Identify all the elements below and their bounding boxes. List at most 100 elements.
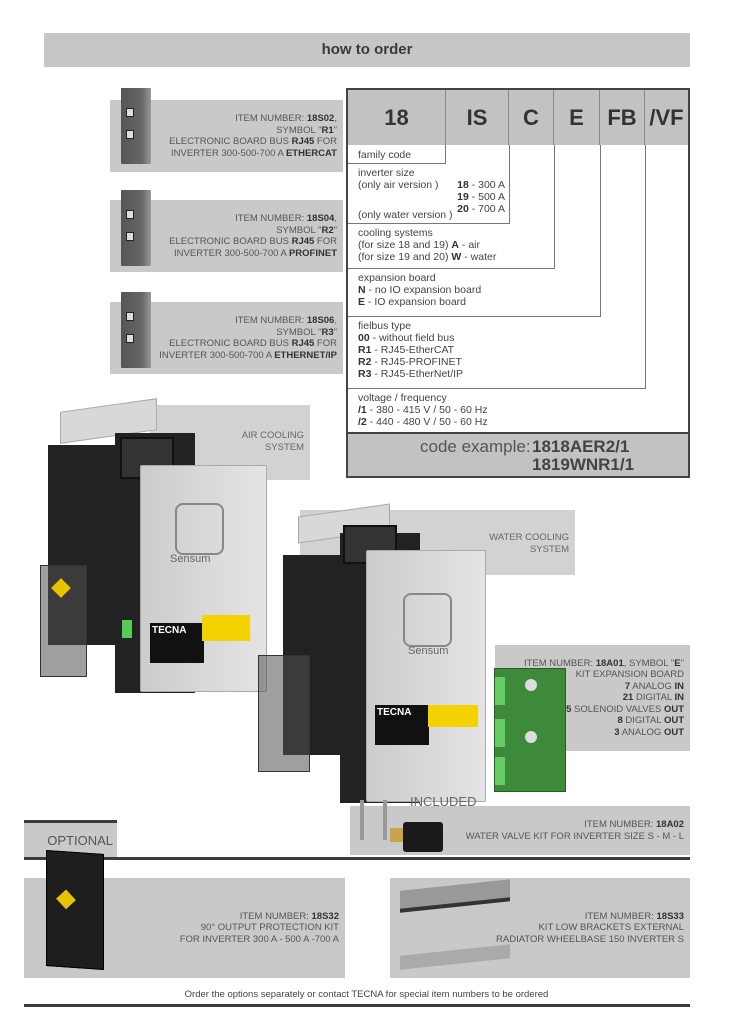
optional-label: OPTIONAL [47,833,113,848]
text: cooling systems [358,227,433,239]
text-line: 19 - 500 A [457,191,505,203]
text-line: ITEM NUMBER: 18S04, [110,213,337,225]
text-line: ITEM NUMBER: 18A01, SYMBOL "E" [495,658,684,670]
text-line: SYMBOL "R2" [110,225,337,237]
text-line: 8 DIGITAL OUT [495,715,684,727]
bold-text: 00 [358,332,370,344]
text: INVERTER 300-500-700 A [174,247,289,259]
text: SYMBOL " [276,326,322,338]
text: DIGITAL [622,715,664,727]
text: INVERTER 300-500-700 A [159,349,275,361]
bold-text: 18 [457,179,469,191]
text-line: SYMBOL "R3" [110,327,337,339]
text-line: KIT EXPANSION BOARD [495,669,684,681]
text-line: N - no IO expansion board [358,284,600,296]
text: - 700 A [468,203,505,215]
divider [509,145,510,164]
water-cooling-inverter-image: Sensum TECNA [258,503,488,805]
code-example-label: code example: [420,437,531,456]
text: ELECTRONIC BOARD BUS [169,136,292,147]
voltage-text: voltage / frequency/1 - 380 - 415 V / 50… [358,392,688,428]
bold-text: 18A02 [656,819,684,830]
text: - 380 - 415 V / 50 - 60 Hz [366,404,488,416]
text: - 440 - 480 V / 50 - 60 Hz [366,416,488,428]
text: - without field bus [369,332,455,344]
bold-text: E [358,296,366,308]
text: INVERTER 300-500-700 A [171,147,286,159]
text: , [334,113,337,124]
col-inverter-size: IS [446,90,509,145]
bold-text: 5 [566,703,572,715]
bold-text: W [451,251,462,263]
text: ELECTRONIC BOARD BUS [169,236,292,247]
bold-text: 18S02 [306,113,335,124]
bold-text: RJ45 [291,236,315,247]
family-code-text: family code [358,149,445,161]
col-cooling: C [509,90,554,145]
text-line: INVERTER 300-500-700 A PROFINET [110,248,337,260]
text: FOR [314,136,337,147]
text-line: ITEM NUMBER: 18S06, [110,315,337,327]
text-line: 20 - 700 A [457,203,505,215]
divider [24,857,690,860]
text: expansion board [358,272,436,284]
text: FOR [314,338,337,349]
text-line: FOR INVERTER 300 A - 500 A -700 A [24,934,339,946]
text-line: expansion board [358,272,600,284]
text-line: cooling systems [358,227,554,239]
text-line: ITEM NUMBER: 18S33 [390,911,684,923]
text-line: voltage / frequency [358,392,688,404]
text: voltage / frequency [358,392,447,404]
col-fieldbus: FB [600,90,645,145]
board-card-18s04: ITEM NUMBER: 18S04,SYMBOL "R2"ELECTRONIC… [110,200,343,272]
water-note: (only water version ) [358,209,453,221]
text: SYMBOL " [276,124,322,136]
bold-text: A [451,239,459,251]
text: 90° OUTPUT PROTECTION KIT [200,922,339,934]
text-line: ITEM NUMBER: 18A02 [350,819,684,831]
divider [24,820,117,823]
text: " [333,326,337,338]
cooling-text: cooling systems(for size 18 and 19) A - … [358,227,554,263]
text: ITEM NUMBER: [584,910,657,922]
text: - water [461,251,497,263]
text-line: RADIATOR WHEELBASE 150 INVERTER S [390,934,684,946]
bold-text: 19 [457,191,469,203]
text: FOR [314,236,337,247]
maker-label: TECNA [375,705,429,745]
water-valve-kit-image [358,800,448,855]
bold-text: OUT [663,726,684,738]
row-family-code: family code [348,145,446,164]
text: SYMBOL " [276,224,322,236]
bold-text: 21 [622,692,634,704]
text: " [333,224,337,236]
text: - RJ45-EtherCAT [371,344,455,356]
expansion-kit-description: ITEM NUMBER: 18A01, SYMBOL "E"KIT EXPANS… [495,658,684,739]
text-line: R2 - RJ45-PROFINET [358,356,645,368]
maker-label: TECNA [150,623,204,663]
bold-text: N [358,284,366,296]
brand-logo: Sensum [408,645,449,657]
footer-note: Order the options separately or contact … [184,989,549,1000]
bold-text: 18S32 [311,910,339,922]
bold-text: IN [674,680,685,692]
text-line: ELECTRONIC BOARD BUS RJ45 FOR [110,236,337,248]
text: KIT EXPANSION BOARD [575,669,684,681]
bold-text: IN [674,692,685,704]
text-line: 7 ANALOG IN [495,681,684,693]
bold-text: OUT [663,715,684,727]
bold-text: ETHERNET/IP [274,349,337,361]
bold-text: ETHERCAT [285,147,337,159]
bold-text: /2 [358,416,367,428]
bold-text: 18S04 [306,213,335,224]
water-cooling-line2: SYSTEM [529,544,569,555]
col-family: 18 [348,90,446,145]
text-line: ELECTRONIC BOARD BUS RJ45 FOR [110,338,337,350]
text: RADIATOR WHEELBASE 150 INVERTER S [496,933,684,945]
col-expansion: E [554,90,600,145]
text: FOR INVERTER 300 A - 500 A -700 A [179,933,339,945]
text-line: 21 DIGITAL IN [495,692,684,704]
text: SOLENOID VALVES [571,703,664,715]
